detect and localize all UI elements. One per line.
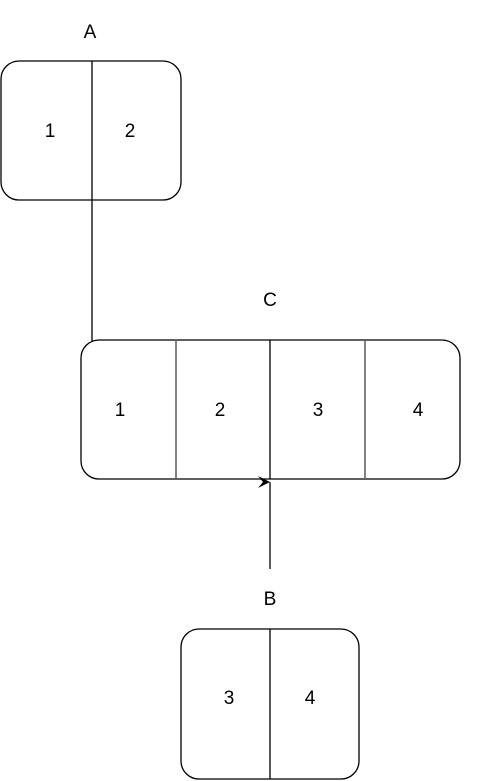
node-a-cell-1: 1 <box>45 121 56 142</box>
node-a: A 1 2 <box>0 22 182 201</box>
node-c-cell-3: 3 <box>313 400 324 421</box>
node-b: B 3 4 <box>180 589 360 780</box>
node-b-cell-3: 3 <box>224 688 235 709</box>
node-a-title: A <box>84 22 97 43</box>
node-c-cell-1: 1 <box>115 400 126 421</box>
node-c-title: C <box>263 290 277 311</box>
node-c-cell-2: 2 <box>215 400 226 421</box>
node-b-cell-4: 4 <box>305 688 316 709</box>
node-c: C 1 2 3 4 <box>80 290 461 480</box>
node-a-cell-2: 2 <box>125 121 136 142</box>
node-a-box <box>0 60 182 201</box>
node-b-title: B <box>264 589 277 610</box>
node-c-cell-4: 4 <box>413 400 424 421</box>
